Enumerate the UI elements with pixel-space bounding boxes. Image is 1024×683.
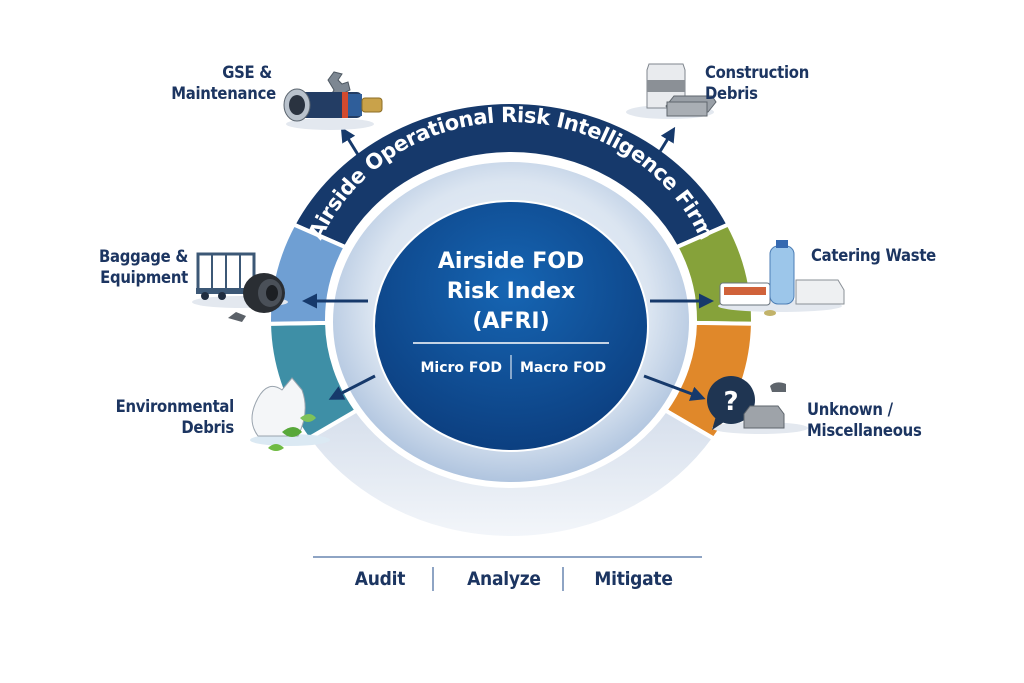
food-container-bottle-icon <box>718 240 845 316</box>
hydraulic-fitting-wrench-icon <box>283 71 383 130</box>
label-construction-debris: Construction Debris <box>705 62 831 104</box>
label-environmental-line-1: Environmental <box>115 397 235 416</box>
center-title-line-1: Airside FOD <box>438 249 584 274</box>
label-baggage-line-2: Equipment <box>100 268 188 287</box>
label-catering-line-1: Catering Waste <box>811 246 936 265</box>
arrow-to-environmental <box>328 374 376 400</box>
footer-separator-2 <box>562 567 564 591</box>
label-catering-waste: Catering Waste <box>811 245 955 266</box>
center-circle <box>373 200 649 452</box>
label-gse-maintenance: GSE & Maintenance <box>171 62 276 104</box>
baggage-cart-tire-icon <box>192 252 288 322</box>
label-construction-line-1: Construction <box>705 63 810 82</box>
footer-separator-1 <box>432 567 434 591</box>
label-construction-line-2: Debris <box>705 84 758 103</box>
footer-divider <box>313 556 702 558</box>
cement-bag-brick-icon <box>626 63 717 119</box>
arrow-to-construction <box>654 126 676 159</box>
label-environmental-line-2: Debris <box>181 418 234 437</box>
footer-mitigate: Mitigate <box>594 568 673 590</box>
arrow-to-unknown <box>643 374 706 401</box>
footer-audit: Audit <box>354 568 406 590</box>
micro-fod-label: Micro FOD <box>420 360 502 376</box>
label-baggage-equipment: Baggage & Equipment <box>82 246 188 288</box>
label-unknown-line-1: Unknown / <box>807 400 893 419</box>
label-unknown-miscellaneous: Unknown / Miscellaneous <box>807 399 942 441</box>
center-title-line-3: (AFRI) <box>472 309 549 334</box>
label-environmental-debris: Environmental Debris <box>113 396 235 438</box>
macro-fod-label: Macro FOD <box>520 360 606 376</box>
footer-analyze: Analyze <box>467 568 541 590</box>
ring-segment-title <box>290 100 732 250</box>
label-unknown-line-2: Miscellaneous <box>807 421 922 440</box>
plastic-bag-leaves-icon <box>250 377 330 451</box>
label-baggage-line-1: Baggage & <box>98 247 188 266</box>
arrow-to-gse <box>340 126 362 159</box>
center-title-line-2: Risk Index <box>447 279 576 304</box>
svg-text:?: ? <box>723 387 738 417</box>
label-gse-line-2: Maintenance <box>171 84 276 103</box>
label-gse-line-1: GSE & <box>222 63 272 82</box>
question-bubble-stone-icon: ? <box>707 376 808 434</box>
